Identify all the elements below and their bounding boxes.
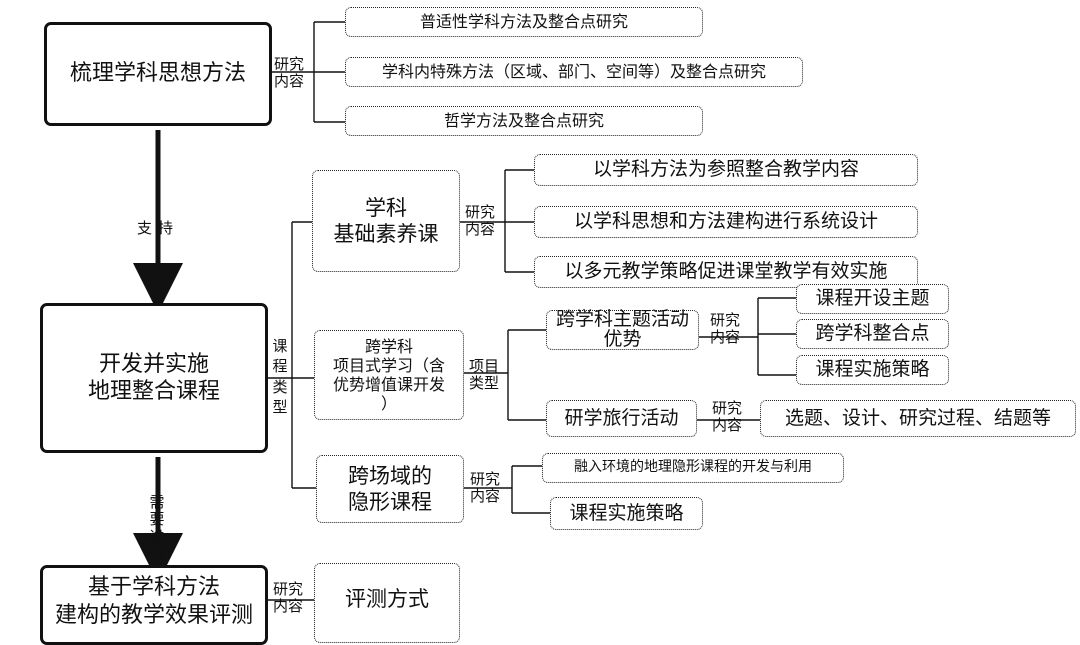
proj1-edge-label: 研究 内容 <box>710 311 741 347</box>
proj2-edge-label: 研究 内容 <box>712 399 743 435</box>
course1-item-3: 以多元教学策略促进课堂教学有效实施 <box>534 256 918 288</box>
proj1-item-3: 课程实施策略 <box>796 355 949 385</box>
course3-edge-label: 研究 内容 <box>470 470 501 506</box>
top-item-1: 普适性学科方法及整合点研究 <box>345 7 703 37</box>
course2-box: 跨学科 项目式学习（含 优势增值课开发 ） <box>314 330 464 420</box>
proj2-item: 选题、设计、研究过程、结题等 <box>760 400 1076 437</box>
top-edge-label: 研究 内容 <box>274 55 305 91</box>
top-item-2: 学科内特殊方法（区域、部门、空间等）及整合点研究 <box>345 57 803 87</box>
sort-methods-box: 梳理学科思想方法 <box>44 22 272 126</box>
proj1-item-1: 课程开设主题 <box>796 284 949 314</box>
develop-course-box: 开发并实施 地理整合课程 <box>40 303 268 453</box>
course2-edge-label: 项目 类型 <box>469 357 500 393</box>
proj2-box: 研学旅行活动 <box>546 400 697 437</box>
course1-box: 学科 基础素养课 <box>312 170 460 272</box>
course-type-label: 课程类型 <box>272 337 288 416</box>
course3-box: 跨场域的 隐形课程 <box>316 455 464 523</box>
course1-item-1: 以学科方法为参照整合教学内容 <box>534 154 918 186</box>
evaluation-title-2: 建构的教学效果评测 <box>54 602 253 628</box>
evaluation-title-1: 基于学科方法 <box>87 575 220 600</box>
proj1-item-2: 跨学科整合点 <box>796 319 949 349</box>
course1-edge-label: 研究 内容 <box>465 203 496 239</box>
bottom-edge-label: 研究 内容 <box>273 580 304 616</box>
connector-lines <box>133 21 796 601</box>
sort-methods-title: 梳理学科思想方法 <box>69 61 246 87</box>
arrow2-label: 需要 进行 <box>149 493 171 563</box>
arrow1-label: 支持 <box>137 219 180 237</box>
course3-item-2: 课程实施策略 <box>550 497 703 530</box>
develop-course-title-2: 地理整合课程 <box>87 379 220 404</box>
course3-item-1: 融入环境的地理隐形课程的开发与利用 <box>542 453 844 483</box>
evaluation-box: 基于学科方法 建构的教学效果评测 <box>40 565 268 645</box>
evaluation-method-box: 评测方式 <box>314 563 460 643</box>
course1-item-2: 以学科思想和方法建构进行系统设计 <box>534 206 918 238</box>
proj1-box: 跨学科主题活动 优势 <box>546 309 699 350</box>
top-item-3: 哲学方法及整合点研究 <box>345 106 703 136</box>
develop-course-title-1: 开发并实施 <box>98 351 209 377</box>
